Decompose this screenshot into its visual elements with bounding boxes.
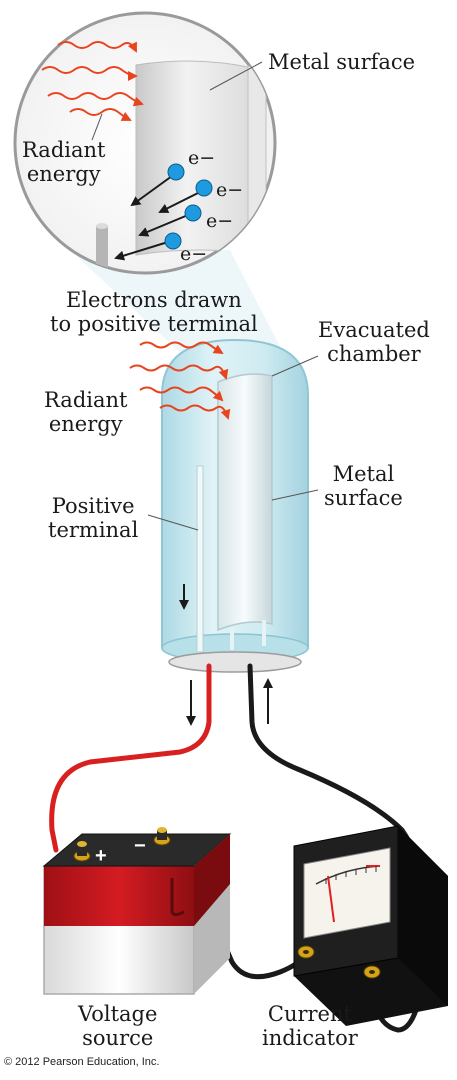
vacuum-tube xyxy=(161,338,309,673)
current-meter xyxy=(293,825,448,1026)
electron-icon xyxy=(167,163,185,181)
leader-line xyxy=(147,514,199,531)
radiant-energy-inset-label: Radiant energy xyxy=(22,138,106,186)
wavy-radiation-icon xyxy=(159,404,231,420)
leader-line xyxy=(209,61,263,91)
battery: + − xyxy=(42,827,232,995)
positive-terminal-rod xyxy=(196,465,204,653)
battery-minus-label: − xyxy=(134,835,146,857)
electron-path-arrow xyxy=(114,241,169,261)
inset-magnifier: e− e− e− e− xyxy=(13,11,277,275)
leader-line xyxy=(271,355,319,377)
metal-surface-inset-label: Metal surface xyxy=(268,50,416,74)
electron-label: e− xyxy=(206,210,233,232)
wavy-radiation-icon xyxy=(57,41,137,53)
electron-icon xyxy=(164,232,182,250)
meter-needle xyxy=(327,875,335,923)
leader-line xyxy=(91,113,103,141)
electron-label: e− xyxy=(180,243,207,265)
wavy-radiation-icon xyxy=(139,386,224,402)
meter-dial xyxy=(303,847,391,939)
inset-positive-rod xyxy=(96,226,108,273)
voltage-source-label: Voltage source xyxy=(78,1002,158,1050)
current-indicator-label: Current indicator xyxy=(262,1002,358,1050)
metal-surface-plate xyxy=(217,373,273,632)
wavy-radiation-icon xyxy=(41,66,138,81)
metal-surface-label: Metal surface xyxy=(324,462,403,510)
electron-icon xyxy=(195,179,213,197)
electron-label: e− xyxy=(188,147,215,169)
wavy-radiation-icon xyxy=(139,341,224,355)
electron-path-arrow xyxy=(158,191,201,213)
copyright-notice: © 2012 Pearson Education, Inc. xyxy=(4,1056,160,1068)
wavy-radiation-icon xyxy=(129,364,229,380)
wavy-radiation-icon xyxy=(47,92,144,107)
electron-icon xyxy=(184,204,202,222)
radiant-energy-label: Radiant energy xyxy=(44,388,128,436)
battery-plus-label: + xyxy=(95,845,107,867)
tube-base xyxy=(168,651,302,673)
positive-terminal-label: Positive terminal xyxy=(48,494,139,542)
red-wire xyxy=(49,663,212,853)
evacuated-chamber-label: Evacuated chamber xyxy=(318,318,430,366)
leader-line xyxy=(271,489,319,501)
electron-label: e− xyxy=(216,179,243,201)
wavy-radiation-icon xyxy=(69,108,132,121)
electrons-drawn-label: Electrons drawn to positive terminal xyxy=(50,288,258,336)
electron-path-arrow xyxy=(130,175,173,207)
electron-path-arrow xyxy=(138,214,189,237)
